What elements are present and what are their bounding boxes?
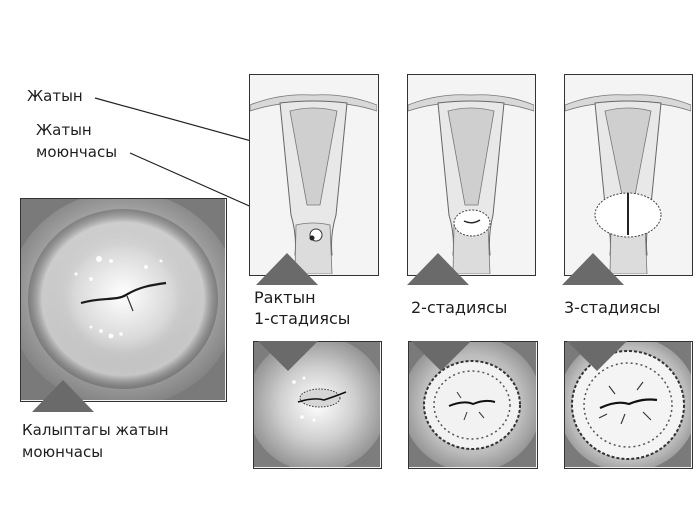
stage1-pointer-down [258, 341, 318, 371]
stage1-label-line1: Рактын [254, 288, 316, 307]
stage2-pointer-up [407, 253, 469, 285]
cervix-label-line2: моюнчасы [36, 143, 118, 161]
uterus-diagram-stage3 [564, 74, 693, 276]
cervix-label-line1: Жатын [36, 121, 92, 139]
stage2-pointer-down [411, 341, 471, 371]
normal-pointer-triangle [32, 380, 94, 412]
uterus-diagram-stage1 [249, 74, 379, 276]
stage2-label: 2-стадиясы [411, 298, 508, 317]
uterus-diagram-stage2 [407, 74, 536, 276]
stage3-pointer-down [567, 341, 627, 371]
stage1-label-line2: 1-стадиясы [254, 309, 351, 328]
stage3-label: 3-стадиясы [564, 298, 661, 317]
normal-cervix-label-line1: Калыптагы жатын [22, 421, 169, 439]
normal-cervix-image [20, 198, 227, 402]
normal-cervix-label-line2: моюнчасы [22, 443, 104, 461]
stage1-pointer-up [256, 253, 318, 285]
uterus-label: Жатын [27, 87, 83, 105]
stage3-cervix-image [564, 341, 693, 469]
stage3-pointer-up [562, 253, 624, 285]
